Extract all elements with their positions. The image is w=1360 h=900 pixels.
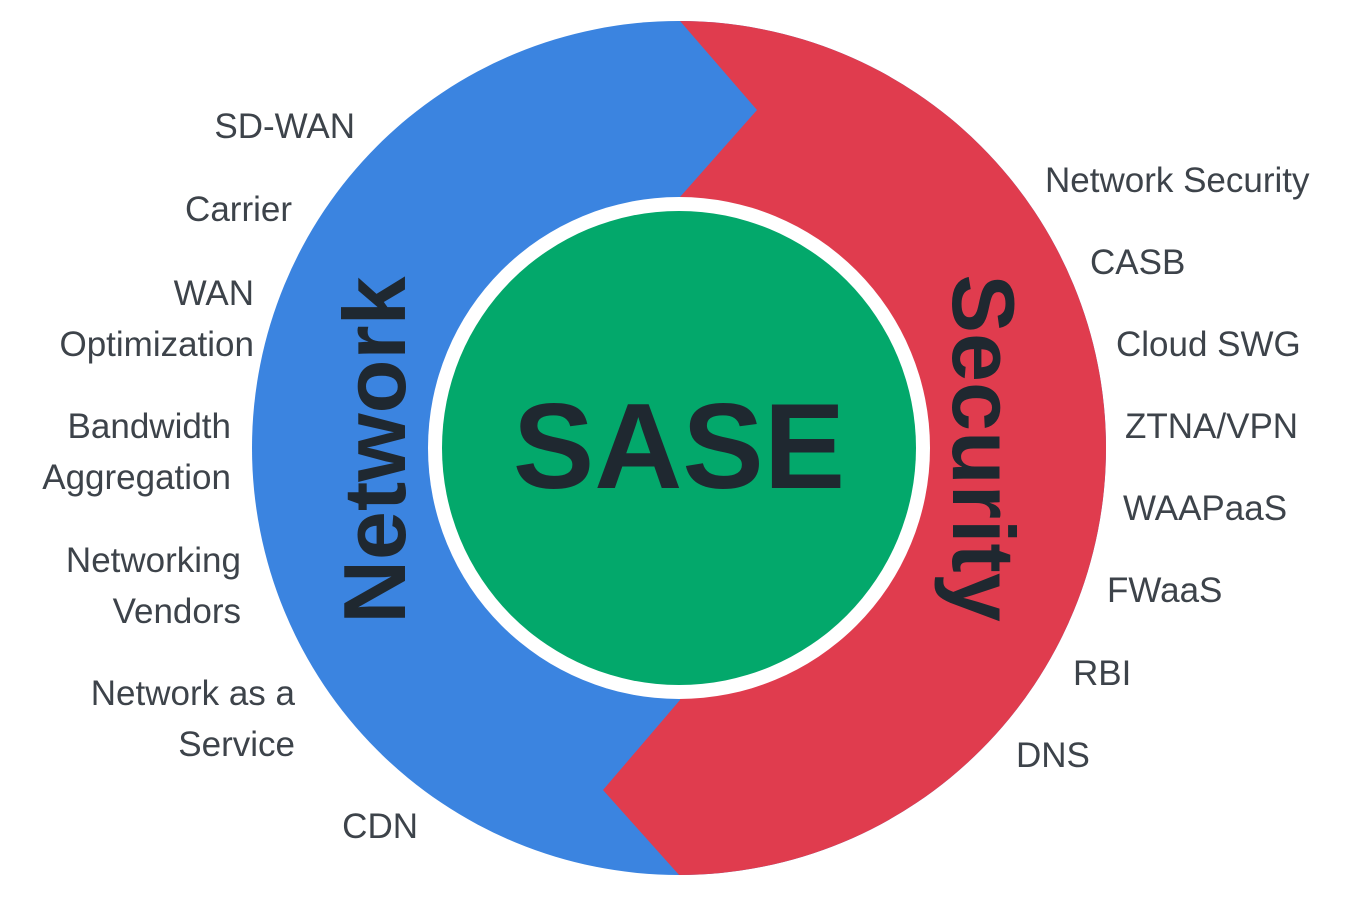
security-item-line: CASB: [1090, 243, 1185, 282]
network-item-line: Service: [178, 725, 295, 764]
network-item: WAN Optimization: [59, 274, 254, 364]
network-item-line: Network as a: [91, 674, 296, 713]
network-item-line: Optimization: [59, 325, 254, 364]
network-item-line: Bandwidth: [68, 407, 231, 446]
security-item: Cloud SWG: [1116, 325, 1301, 364]
security-item-line: DNS: [1016, 736, 1090, 775]
security-title: Security: [934, 274, 1033, 621]
security-item-line: RBI: [1073, 654, 1131, 693]
security-item-line: FWaaS: [1107, 571, 1222, 610]
network-item-line: Carrier: [185, 190, 292, 229]
sase-label: SASE: [513, 378, 845, 514]
security-item: Network Security: [1045, 161, 1310, 200]
security-item-line: Cloud SWG: [1116, 325, 1301, 364]
network-item-line: SD-WAN: [214, 107, 355, 146]
sase-core-circle: [442, 211, 916, 685]
security-item: CASB: [1090, 243, 1185, 282]
network-item-line: Vendors: [113, 592, 241, 631]
security-item: ZTNA/VPN: [1125, 407, 1298, 446]
network-item-line: Aggregation: [42, 458, 231, 497]
network-title: Network: [325, 275, 424, 623]
network-item: SD-WAN: [214, 107, 355, 146]
security-item: DNS: [1016, 736, 1090, 775]
network-item: Carrier: [185, 190, 292, 229]
network-item-line: WAN: [174, 274, 254, 313]
network-item: Network as a Service: [91, 674, 296, 764]
network-item-line: CDN: [342, 807, 418, 846]
network-item-line: Networking: [66, 541, 241, 580]
security-item: WAAPaaS: [1123, 489, 1287, 528]
network-item: CDN: [342, 807, 418, 846]
security-item: RBI: [1073, 654, 1131, 693]
security-item-line: ZTNA/VPN: [1125, 407, 1298, 446]
security-item-line: WAAPaaS: [1123, 489, 1287, 528]
security-item: FWaaS: [1107, 571, 1222, 610]
security-item-line: Network Security: [1045, 161, 1310, 200]
